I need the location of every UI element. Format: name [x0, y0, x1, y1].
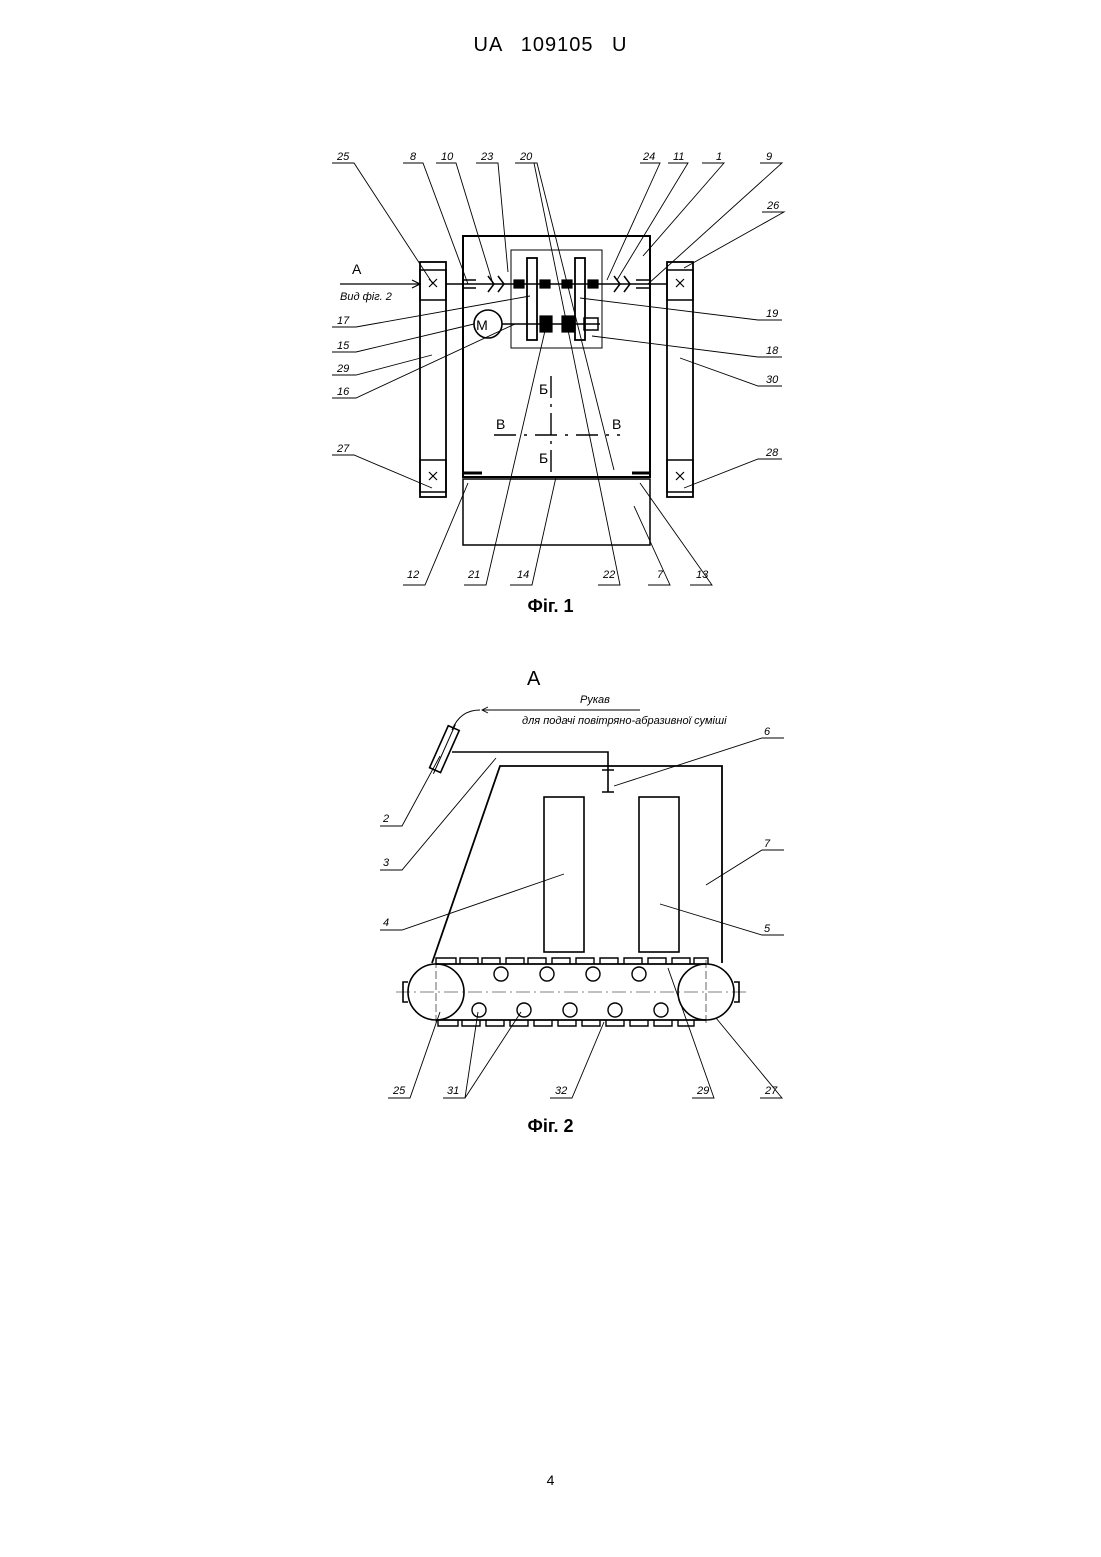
callout-27: 27	[336, 443, 350, 455]
callout-9: 9	[766, 151, 772, 163]
callout-5: 5	[764, 923, 771, 935]
bearing	[514, 280, 524, 288]
callout-8: 8	[410, 151, 417, 163]
callout-12: 12	[407, 569, 419, 581]
leader-lines-fig2	[380, 738, 784, 1098]
sprocket-26	[667, 270, 693, 300]
callout-21: 21	[467, 569, 480, 581]
callout-3: 3	[383, 857, 390, 869]
callout-22: 22	[602, 569, 615, 581]
gear-21	[540, 316, 552, 332]
section-v-right: В	[612, 416, 621, 432]
figure-2-caption: Фіг. 2	[0, 1116, 1101, 1137]
bearing	[540, 280, 550, 288]
bearing-x-mark	[429, 472, 437, 480]
callout-23: 23	[480, 151, 494, 163]
callout-31: 31	[447, 1085, 459, 1097]
track-29	[420, 262, 446, 497]
callout-15: 15	[337, 340, 350, 352]
callout-7: 7	[764, 838, 771, 850]
callout-27: 27	[764, 1085, 778, 1097]
nozzle-2	[428, 722, 461, 776]
callout-17: 17	[337, 315, 350, 327]
track-30	[667, 262, 693, 497]
callout-7: 7	[657, 569, 664, 581]
bearing-x-mark	[676, 279, 684, 287]
chamber-4	[544, 797, 584, 952]
callout-10: 10	[441, 151, 454, 163]
figure-1-caption: Фіг. 1	[0, 596, 1101, 617]
callout-11: 11	[673, 151, 684, 163]
figure-1: 25 8 10 23 20 24 11 1 9 26 А Вид фіг. 2 …	[332, 151, 784, 585]
callout-16: 16	[337, 386, 350, 398]
hose-description: для подачі повітряно-абразивної суміші	[522, 715, 727, 727]
bearing-x-mark	[676, 472, 684, 480]
callout-29: 29	[696, 1085, 709, 1097]
callout-6: 6	[764, 726, 771, 738]
leader-lines-side	[332, 296, 782, 488]
view-mark-a: А	[527, 668, 541, 690]
callout-4: 4	[383, 917, 389, 929]
callout-13: 13	[696, 569, 709, 581]
callout-29: 29	[336, 363, 349, 375]
view-reference: Вид фіг. 2	[340, 291, 392, 303]
callout-32: 32	[555, 1085, 567, 1097]
hose-curve	[452, 710, 480, 730]
callout-25: 25	[392, 1085, 406, 1097]
callout-19: 19	[766, 308, 778, 320]
callout-28: 28	[765, 447, 779, 459]
callout-1: 1	[716, 151, 722, 163]
bearing	[588, 280, 598, 288]
hose-3	[452, 752, 608, 770]
gear-17	[527, 258, 537, 340]
callout-2: 2	[382, 813, 389, 825]
section-v-left: В	[496, 416, 505, 432]
leader-lines-bottom	[403, 163, 712, 585]
hose-label: Рукав	[580, 694, 610, 706]
callout-30: 30	[766, 374, 779, 386]
section-b-top: Б	[539, 381, 548, 397]
callout-14: 14	[517, 569, 529, 581]
sprocket-25	[420, 270, 446, 300]
valve-6	[602, 770, 614, 792]
chamber-5	[639, 797, 679, 952]
callout-26: 26	[766, 200, 780, 212]
view-mark-a: А	[352, 261, 362, 277]
callout-20: 20	[519, 151, 533, 163]
leader-lines-top	[332, 163, 784, 470]
motor-label: М	[476, 317, 488, 333]
figure-2: А Рукав для подачі повітряно-абразивної …	[380, 668, 784, 1098]
abrasive-chamber-7	[463, 479, 650, 545]
callout-24: 24	[642, 151, 655, 163]
section-b-bottom: Б	[539, 450, 548, 466]
callout-18: 18	[766, 345, 779, 357]
page-number: 4	[0, 1472, 1101, 1488]
callout-25: 25	[336, 151, 350, 163]
